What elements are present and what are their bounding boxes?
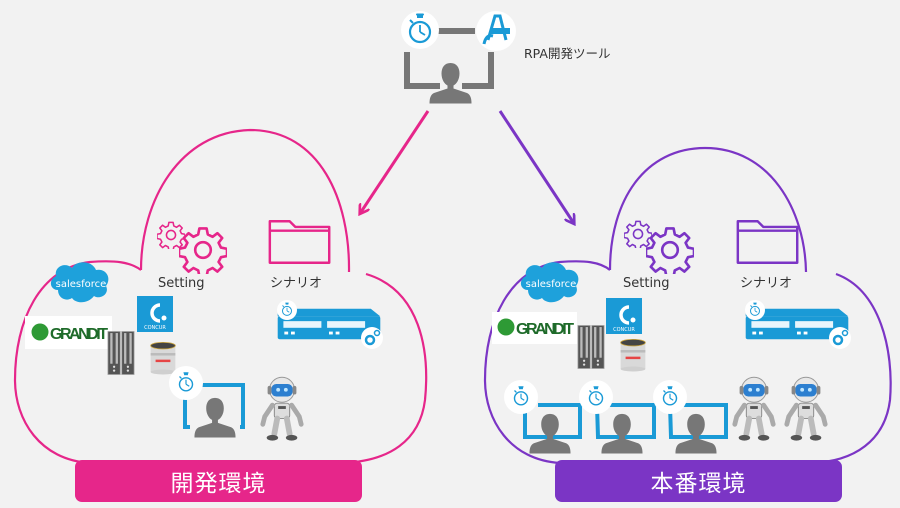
workstation-2 bbox=[579, 380, 643, 454]
server-tower-icon bbox=[577, 325, 605, 369]
concur-logo: CONCUR bbox=[606, 298, 642, 334]
user-icon bbox=[529, 413, 571, 454]
design-tool-icon bbox=[476, 11, 516, 51]
stopwatch-icon bbox=[657, 384, 683, 410]
robot-icon bbox=[787, 377, 825, 440]
grandit-logo: GRANDIT bbox=[25, 316, 112, 349]
robot-icon bbox=[263, 377, 301, 440]
rpa-server-appliance-icon bbox=[277, 300, 383, 349]
arrow-to-dev bbox=[361, 110, 430, 212]
workstation-group bbox=[504, 380, 728, 454]
oracle-database-icon bbox=[150, 341, 176, 375]
dev-environment-label: 開発環境 bbox=[75, 460, 362, 502]
scenario-folder-icon bbox=[268, 220, 331, 264]
salesforce-logo: salesforce bbox=[520, 262, 579, 303]
settings-gears-icon bbox=[624, 220, 694, 274]
workstation-1 bbox=[504, 380, 571, 454]
salesforce-text: salesforce bbox=[56, 279, 107, 290]
server-tower-icon bbox=[107, 331, 135, 375]
grandit-logo: GRANDIT bbox=[492, 312, 577, 344]
concur-logo: CONCUR bbox=[137, 296, 173, 332]
stopwatch-icon bbox=[508, 384, 534, 410]
stopwatch-icon bbox=[173, 370, 199, 396]
user-icon bbox=[675, 413, 717, 454]
workstation-connector bbox=[523, 400, 728, 439]
rpa-tool-group bbox=[400, 10, 516, 104]
oracle-database-icon bbox=[620, 338, 646, 372]
stopwatch-icon bbox=[400, 10, 440, 50]
scenario-label: シナリオ bbox=[270, 276, 322, 291]
rpa-tool-label: RPA開発ツール bbox=[524, 46, 611, 61]
stopwatch-icon bbox=[583, 384, 609, 410]
grandit-text: GRANDIT bbox=[516, 321, 574, 338]
concur-text: CONCUR bbox=[613, 327, 635, 333]
user-icon bbox=[601, 413, 643, 454]
dev-environment: Setting シナリオ salesforce GRANDIT CONCUR bbox=[13, 128, 428, 465]
prod-environment-label: 本番環境 bbox=[555, 460, 842, 502]
concur-text: CONCUR bbox=[144, 325, 166, 331]
arrow-to-prod bbox=[498, 110, 573, 222]
setting-label: Setting bbox=[158, 276, 205, 291]
workstation-1 bbox=[169, 366, 245, 440]
salesforce-logo: salesforce bbox=[50, 262, 109, 303]
salesforce-text: salesforce bbox=[526, 279, 577, 290]
settings-gears-icon bbox=[157, 221, 227, 274]
workstation-3 bbox=[653, 380, 717, 454]
setting-label: Setting bbox=[623, 276, 670, 291]
grandit-text: GRANDIT bbox=[50, 326, 108, 343]
prod-environment: Setting シナリオ salesforce GRANDIT CONCUR bbox=[483, 146, 892, 465]
robot-icon bbox=[735, 377, 773, 440]
scenario-label: シナリオ bbox=[740, 276, 792, 291]
scenario-folder-icon bbox=[736, 220, 799, 264]
rpa-server-appliance-icon bbox=[745, 300, 851, 349]
